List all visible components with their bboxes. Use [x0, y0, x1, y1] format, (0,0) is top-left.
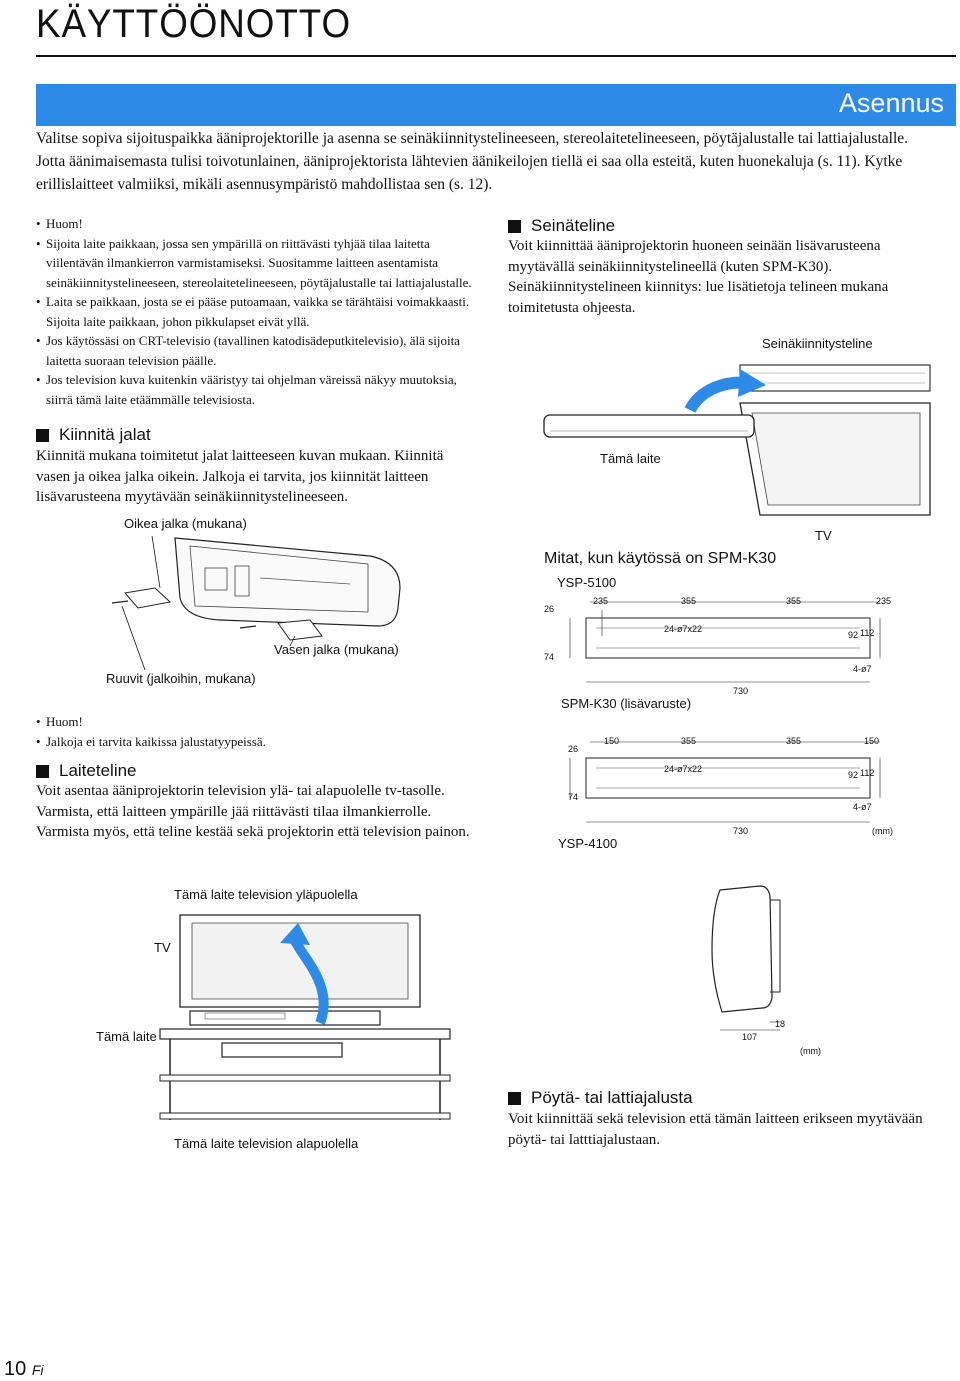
rack-text: Voit asentaa ääniprojektorin television … — [36, 783, 470, 840]
heading-square-icon — [508, 219, 521, 233]
dim-left-1: 26 — [544, 604, 555, 614]
dim2-h2: 112 — [860, 768, 875, 778]
label-rack-tv: TV — [154, 940, 171, 955]
heading-square-icon — [36, 764, 49, 778]
page-number-value: 10 — [4, 1358, 27, 1380]
section-bar: Asennus — [36, 84, 956, 126]
dim2-holes: 24-ø7x22 — [664, 764, 703, 774]
dim-top-4: 235 — [876, 596, 892, 606]
dims-title: Mitat, kun käytössä on SPM-K30 — [544, 550, 777, 567]
label-left-foot: Vasen jalka (mukana) — [274, 642, 399, 657]
dim-top-1: 235 — [593, 596, 609, 606]
dim-h2: 112 — [860, 628, 875, 638]
dim2-left-1: 26 — [568, 744, 579, 754]
dims-diagram-2 — [569, 741, 881, 823]
dims-diagram-1 — [569, 601, 881, 683]
title-rule — [36, 55, 956, 57]
note-item: Laita se paikkaan, josta se ei pääse put… — [36, 292, 486, 331]
feet-note: Huom! Jalkoja ei tarvita kaikissa jalust… — [36, 712, 476, 751]
notes-block: Huom! Sijoita laite paikkaan, jossa sen … — [36, 214, 486, 409]
feet-text: Kiinnitä mukana toimitetut jalat laittee… — [36, 448, 444, 505]
dim2-h1: 92 — [848, 770, 859, 780]
dim2-holes2: 4-ø7 — [853, 802, 872, 812]
side-d1: 18 — [775, 1019, 786, 1029]
feet-note-item: Jalkoja ei tarvita kaikissa jalustatyype… — [36, 732, 476, 752]
note-item: Jos käytössäsi on CRT-televisio (tavalli… — [36, 331, 486, 370]
section-title: Asennus — [838, 88, 944, 118]
dim2-top-3: 355 — [786, 736, 802, 746]
label-rack-unit: Tämä laite — [96, 1029, 157, 1044]
label-wall-tv: TV — [815, 528, 832, 543]
dim2-top-4: 150 — [864, 736, 880, 746]
dim2-unit: (mm) — [872, 826, 893, 836]
side-d2: 107 — [742, 1032, 758, 1042]
rack-illustration — [159, 914, 451, 1120]
stand-heading-text: Pöytä- tai lattiajalusta — [531, 1088, 693, 1107]
intro-paragraph-2: Jotta äänimaisemasta tulisi toivotunlain… — [36, 153, 903, 193]
dim-holes: 24-ø7x22 — [664, 624, 703, 634]
note-item: Jos television kuva kuitenkin vääristyy … — [36, 370, 486, 409]
dim2-top-2: 355 — [681, 736, 697, 746]
wall-mount-illustration — [543, 364, 931, 516]
note-item: Sijoita laite paikkaan, jossa sen ympäri… — [36, 234, 486, 293]
dim2-width: 730 — [733, 826, 749, 836]
intro-paragraph-1: Valitse sopiva sijoituspaikka ääniprojek… — [36, 130, 909, 147]
wall-text: Voit kiinnittää ääniprojektorin huoneen … — [508, 238, 889, 316]
label-wall-unit: Tämä laite — [600, 451, 661, 466]
label-screws: Ruuvit (jalkoihin, mukana) — [106, 671, 256, 686]
note-title: Huom! — [36, 214, 486, 234]
wall-heading: Seinäteline — [508, 216, 615, 236]
model-ysp4100: YSP-4100 — [558, 836, 618, 851]
stand-text: Voit kiinnittää sekä television että täm… — [508, 1111, 923, 1148]
rack-heading: Laiteteline — [36, 761, 137, 781]
page-language: Fi — [31, 1362, 44, 1378]
page-number: 10 Fi — [4, 1358, 43, 1381]
dim2-top-1: 150 — [604, 736, 620, 746]
heading-square-icon — [508, 1091, 521, 1105]
label-above-tv: Tämä laite television yläpuolella — [174, 887, 358, 902]
dim2-left-2: 74 — [568, 792, 579, 802]
heading-square-icon — [36, 428, 49, 442]
feet-heading: Kiinnitä jalat — [36, 425, 151, 445]
rack-heading-text: Laiteteline — [59, 761, 137, 780]
dim-width: 730 — [733, 686, 749, 696]
stand-heading: Pöytä- tai lattiajalusta — [508, 1088, 693, 1108]
label-bracket: Seinäkiinnitysteline — [762, 336, 873, 351]
dim-h1: 92 — [848, 630, 859, 640]
model-spmk30: SPM-K30 (lisävaruste) — [561, 696, 692, 711]
page-title: KÄYTTÖÖNOTTO — [36, 2, 351, 46]
dim-holes2: 4-ø7 — [853, 664, 872, 674]
side-unit: (mm) — [800, 1046, 821, 1056]
wall-heading-text: Seinäteline — [531, 216, 616, 235]
dim-left-2: 74 — [544, 652, 555, 662]
label-right-foot: Oikea jalka (mukana) — [124, 516, 247, 531]
model-ysp5100: YSP-5100 — [557, 575, 617, 590]
dim-top-3: 355 — [786, 596, 802, 606]
label-below-tv: Tämä laite television alapuolella — [174, 1136, 359, 1151]
intro: Valitse sopiva sijoituspaikka ääniprojek… — [36, 127, 956, 196]
feet-illustration — [111, 535, 401, 671]
feet-note-title: Huom! — [36, 712, 476, 732]
side-profile-illustration — [711, 885, 781, 1031]
feet-heading-text: Kiinnitä jalat — [59, 425, 151, 444]
dim-top-2: 355 — [681, 596, 697, 606]
